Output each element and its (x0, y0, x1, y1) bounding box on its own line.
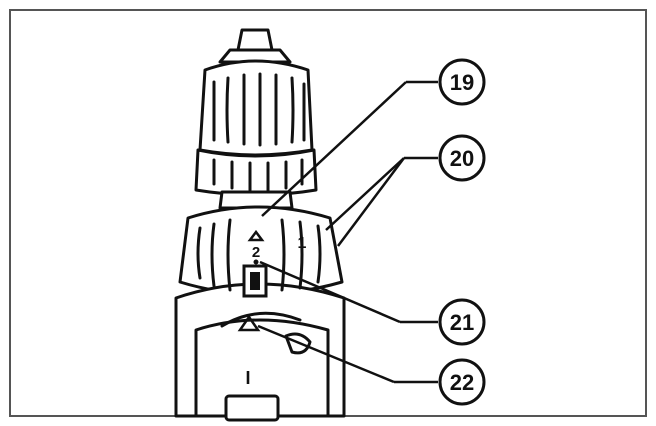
alignment-triangle-icon (237, 314, 261, 332)
chuck-tip-base (218, 48, 292, 64)
callout-22-label: 22 (450, 370, 474, 395)
callout-19: 19 (438, 58, 486, 106)
leader-20b-diag (337, 157, 405, 247)
selector-dot (253, 259, 259, 265)
leader-19-diag (261, 81, 407, 217)
callout-21-label: 21 (450, 310, 474, 335)
chuck-tip (236, 28, 274, 52)
leader-20a-diag (325, 157, 405, 231)
trigger-button (224, 394, 280, 422)
drill-symbol-icon (247, 229, 265, 242)
callout-20: 20 (438, 134, 486, 182)
selector-number: 2 (252, 244, 260, 261)
chuck-sleeve (198, 59, 314, 157)
leader-22-diag (257, 324, 395, 384)
callout-22: 22 (438, 358, 486, 406)
callout-21: 21 (438, 298, 486, 346)
callout-19-label: 19 (450, 70, 474, 95)
leader-21-diag (259, 260, 401, 324)
selector-window-inner (250, 272, 260, 290)
collar-number: 1 (298, 235, 307, 252)
callout-20-label: 20 (450, 146, 474, 171)
switch-marking: I (245, 368, 250, 388)
